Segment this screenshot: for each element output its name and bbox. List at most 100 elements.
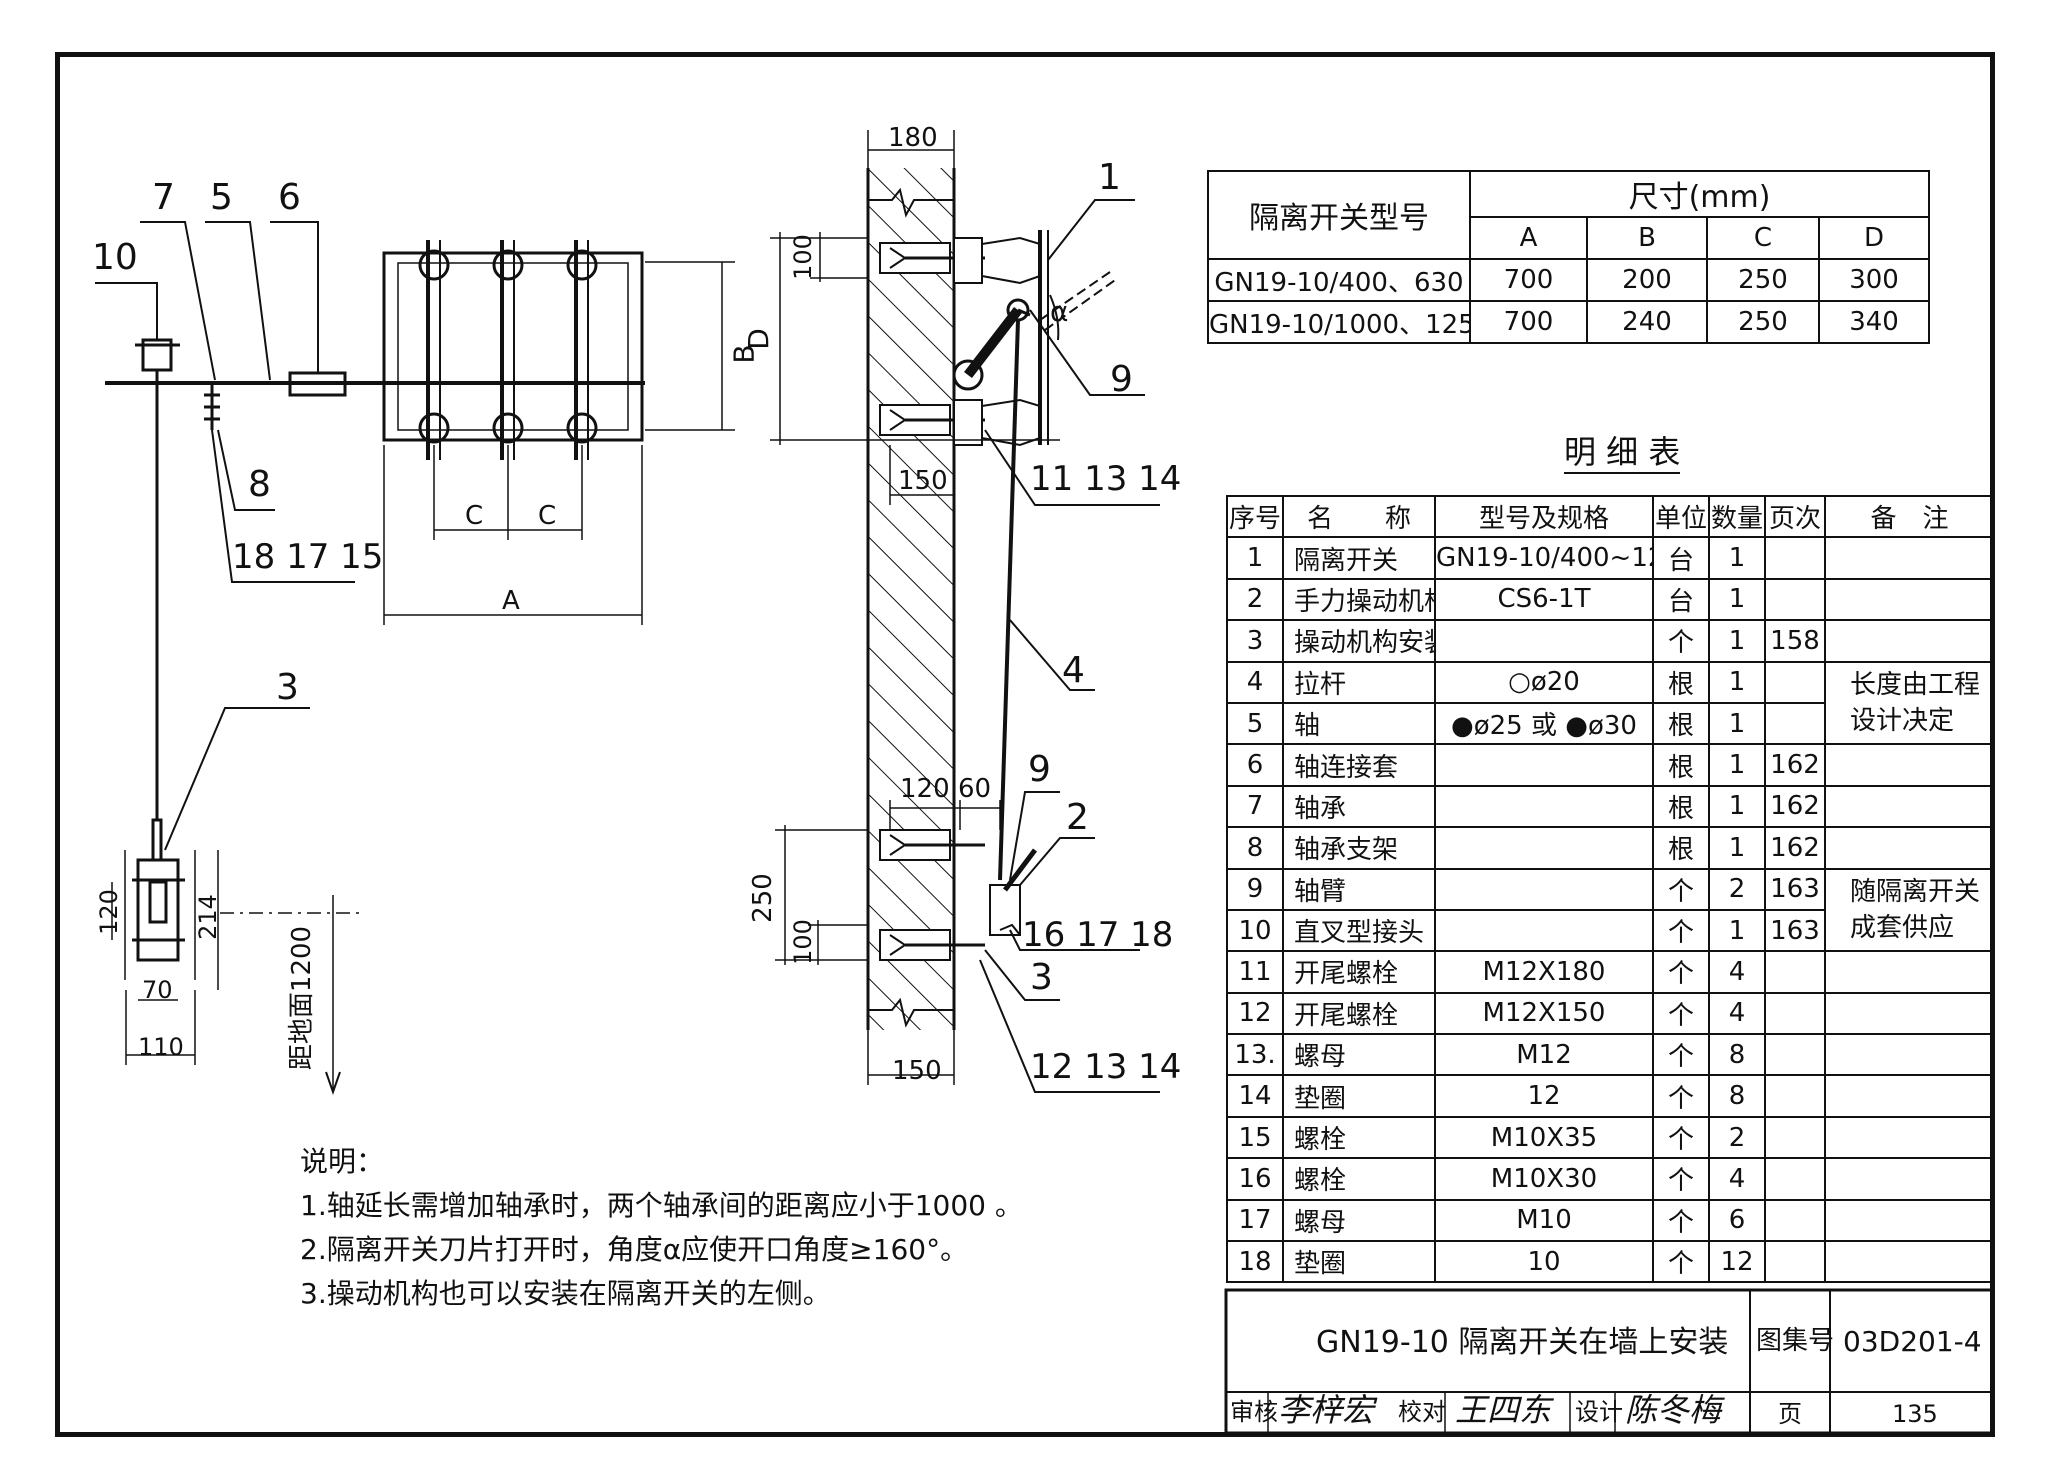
- pole-1: [418, 240, 450, 460]
- dim-C-1: C: [465, 501, 484, 531]
- cell-unit: 根: [1652, 784, 1710, 829]
- pull-rod-side: [998, 319, 1020, 881]
- cell-remark: [1824, 784, 1995, 829]
- header-model: 隔离开关型号: [1207, 170, 1471, 260]
- cell-A: 700: [1469, 300, 1588, 344]
- callout-12-13-14: 12 13 14: [1030, 1047, 1182, 1087]
- dim-D: D: [741, 328, 775, 350]
- signature-check: 王四东: [1455, 1391, 1552, 1429]
- header-page: 页次: [1764, 494, 1826, 539]
- header-name: 名 称: [1282, 494, 1436, 539]
- dim-100-top: 100: [788, 234, 817, 280]
- dim-C-2: C: [538, 501, 557, 531]
- callout-18-17-15: 18 17 15: [232, 537, 384, 577]
- side-view: [770, 130, 1160, 1093]
- dim-120-side: 120: [900, 774, 950, 804]
- cell-page: [1764, 1033, 1826, 1077]
- cell-unit: 台: [1652, 577, 1710, 622]
- cell-page: [1764, 1240, 1826, 1284]
- col-A: A: [1469, 216, 1588, 260]
- cell-unit: 台: [1652, 536, 1710, 580]
- cell-B: 200: [1586, 258, 1708, 302]
- cell-page: [1764, 660, 1826, 704]
- callout-5: 5: [210, 177, 233, 218]
- cell-D: 300: [1817, 258, 1931, 302]
- atlas-label: 图集号: [1756, 1326, 1835, 1356]
- cell-qty: 8: [1708, 1074, 1766, 1118]
- angle-alpha: α: [1050, 295, 1069, 328]
- cell-page: 162: [1764, 784, 1826, 829]
- parts-header-row: 序号 名 称 型号及规格 单位 数量 页次 备 注: [1226, 494, 1995, 539]
- cell-qty: 2: [1708, 867, 1766, 911]
- cell-unit: 根: [1652, 701, 1710, 746]
- cell-spec: 12: [1434, 1074, 1654, 1118]
- callout-6: 6: [278, 177, 301, 218]
- cell-remark: [1824, 619, 1995, 663]
- ground-distance-label: 距地面1200: [287, 925, 318, 1071]
- header-index: 序号: [1226, 494, 1284, 539]
- dim-60: 60: [958, 774, 992, 804]
- title-block-lines: [1224, 1288, 1995, 1435]
- cell-spec: [1434, 908, 1654, 953]
- cell-B: 240: [1586, 300, 1708, 344]
- cell-page: [1764, 577, 1826, 622]
- cell-qty: 1: [1708, 784, 1766, 829]
- cell-name: 轴: [1282, 701, 1436, 746]
- cell-page: [1764, 701, 1826, 746]
- page-label: 页: [1778, 1400, 1802, 1428]
- dim-A: A: [502, 586, 520, 616]
- signature-review: 李梓宏: [1278, 1391, 1375, 1429]
- cell-spec: 10: [1434, 1240, 1654, 1284]
- dim-250: 250: [747, 873, 778, 923]
- cell-page: [1764, 1115, 1826, 1160]
- table-row: GN19-10/400、630 700 200 250 300: [1207, 258, 1931, 302]
- dim-70: 70: [142, 976, 173, 1004]
- cell-page: [1764, 536, 1826, 580]
- cell-spec: ○ø20: [1434, 660, 1654, 704]
- callout-10: 10: [92, 237, 138, 278]
- dim-180: 180: [888, 123, 938, 153]
- cell-qty: 1: [1708, 743, 1766, 787]
- cell-index: 4: [1226, 660, 1284, 704]
- cell-page: 162: [1764, 826, 1826, 870]
- cell-qty: 1: [1708, 826, 1766, 870]
- callout-3-front: 3: [276, 667, 299, 708]
- cell-name: 开尾螺栓: [1282, 950, 1436, 994]
- cell-unit: 个: [1652, 867, 1710, 911]
- col-B: B: [1586, 216, 1708, 260]
- cell-unit: 个: [1652, 1033, 1710, 1077]
- cell-page: 162: [1764, 743, 1826, 787]
- cell-name: 开尾螺栓: [1282, 991, 1436, 1036]
- cell-page: [1764, 991, 1826, 1036]
- cell-index: 9: [1226, 867, 1284, 911]
- cell-index: 10: [1226, 908, 1284, 953]
- cell-page: [1764, 1157, 1826, 1201]
- cell-qty: 1: [1708, 701, 1766, 746]
- cell-spec: [1434, 867, 1654, 911]
- check-label: 校对: [1398, 1398, 1446, 1426]
- cell-index: 13.: [1226, 1033, 1284, 1077]
- cell-qty: 6: [1708, 1198, 1766, 1243]
- cell-page: 163: [1764, 908, 1826, 953]
- cell-index: 18: [1226, 1240, 1284, 1284]
- cell-unit: 根: [1652, 743, 1710, 787]
- cell-name: 轴臂: [1282, 867, 1436, 911]
- cell-page: 158: [1764, 619, 1826, 663]
- cell-index: 14: [1226, 1074, 1284, 1118]
- dim-100-bottom: 100: [788, 919, 817, 965]
- cell-model: GN19-10/1000、1250: [1207, 300, 1471, 344]
- parts-table-title: 明 细 表: [1564, 436, 1681, 474]
- cell-unit: 个: [1652, 908, 1710, 953]
- cell-unit: 个: [1652, 619, 1710, 663]
- cell-model: GN19-10/400、630: [1207, 258, 1471, 302]
- cell-name: 垫圈: [1282, 1074, 1436, 1118]
- cell-unit: 个: [1652, 1240, 1710, 1284]
